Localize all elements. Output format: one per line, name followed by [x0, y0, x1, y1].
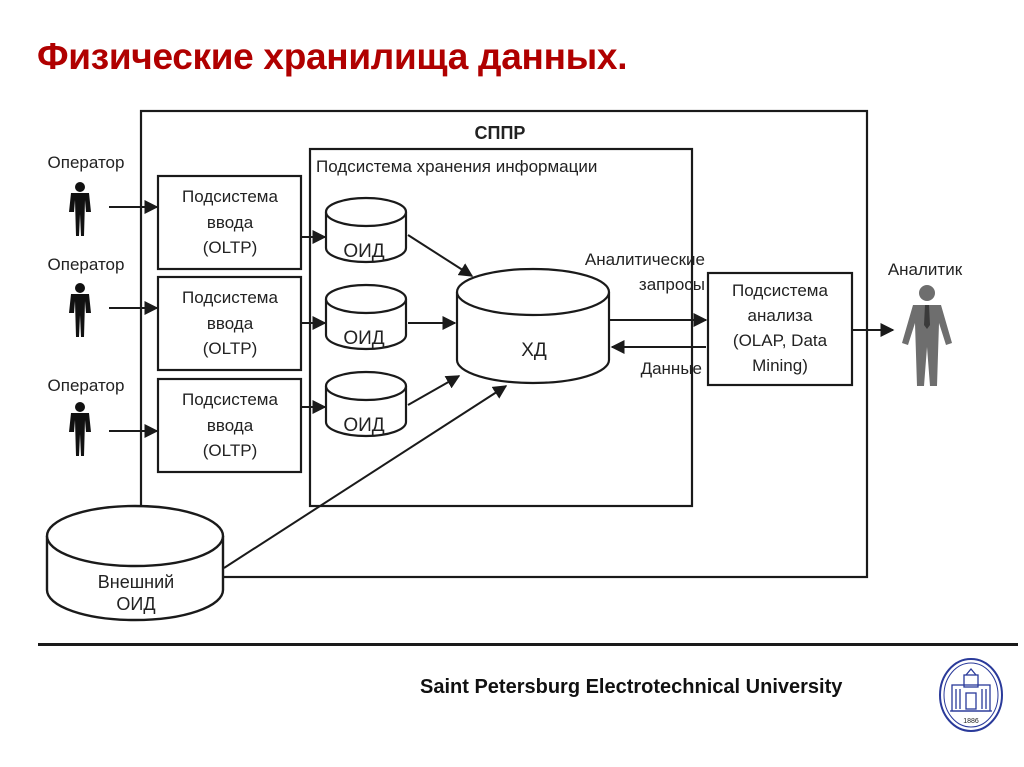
operator-label: Оператор	[48, 376, 125, 395]
input-subsystem-line: Подсистема	[182, 187, 278, 206]
operator-2: Оператор	[48, 255, 125, 337]
oid-store-2: ОИД	[324, 283, 408, 351]
operator-3: Оператор	[48, 376, 125, 456]
dss-label: СППР	[475, 123, 526, 143]
operator-label: Оператор	[48, 153, 125, 172]
analysis-subsystem-line: (OLAP, Data	[733, 331, 828, 350]
input-subsystem-line: (OLTP)	[203, 339, 257, 358]
footer-divider	[38, 643, 1018, 646]
analytic-queries-label: Аналитические	[585, 250, 705, 269]
oid-store-3: ОИД	[324, 370, 408, 438]
analysis-subsystem-line: Подсистема	[732, 281, 828, 300]
external-oid-store: Внешний ОИД	[45, 504, 225, 622]
analysis-subsystem-line: Mining)	[752, 356, 808, 375]
oid-label: ОИД	[343, 415, 384, 436]
businessman-icon	[902, 285, 952, 386]
arrow-oid-3-to-warehouse	[407, 375, 461, 406]
input-subsystem-2: Подсистема ввода (OLTP)	[156, 275, 303, 372]
person-icon	[69, 283, 91, 337]
input-subsystem-line: Подсистема	[182, 288, 278, 307]
input-subsystem-line: Подсистема	[182, 390, 278, 409]
input-subsystem-line: ввода	[207, 213, 254, 232]
warehouse-label: ХД	[521, 340, 547, 361]
operator-label: Оператор	[48, 255, 125, 274]
logo-year: 1886	[963, 718, 979, 725]
analyst-label: Аналитик	[888, 260, 963, 279]
input-subsystem-line: (OLTP)	[203, 441, 257, 460]
data-warehouse: ХД	[455, 267, 611, 385]
input-subsystem-1: Подсистема ввода (OLTP)	[156, 174, 303, 271]
analysis-subsystem-line: анализа	[748, 306, 814, 325]
analysis-subsystem: Подсистема анализа (OLAP, Data Mining)	[706, 271, 854, 387]
arrow-external-oid-to-warehouse	[223, 385, 508, 569]
analyst: Аналитик	[888, 260, 963, 386]
storage-subsystem-label: Подсистема хранения информации	[316, 157, 597, 176]
university-logo: 1886	[939, 658, 1003, 732]
input-subsystem-line: ввода	[207, 416, 254, 435]
oid-label: ОИД	[343, 241, 384, 262]
input-subsystem-3: Подсистема ввода (OLTP)	[156, 377, 303, 474]
analytic-queries-label: запросы	[639, 275, 705, 294]
external-oid-label: ОИД	[116, 594, 155, 614]
dss-outer-box	[139, 109, 869, 579]
arrow-oid-1-to-warehouse	[407, 234, 474, 277]
university-name: Saint Petersburg Electrotechnical Univer…	[420, 676, 843, 698]
person-icon	[69, 182, 91, 236]
building-icon	[950, 667, 992, 712]
operator-1: Оператор	[48, 153, 125, 236]
storage-subsystem-box	[308, 147, 694, 508]
person-icon	[69, 402, 91, 456]
oid-store-1: ОИД	[324, 196, 408, 264]
input-subsystem-line: (OLTP)	[203, 238, 257, 257]
external-oid-label: Внешний	[98, 572, 174, 592]
input-subsystem-line: ввода	[207, 314, 254, 333]
slide-title: Физические хранилища данных.	[37, 36, 628, 77]
data-label: Данные	[641, 359, 702, 378]
oid-label: ОИД	[343, 328, 384, 349]
